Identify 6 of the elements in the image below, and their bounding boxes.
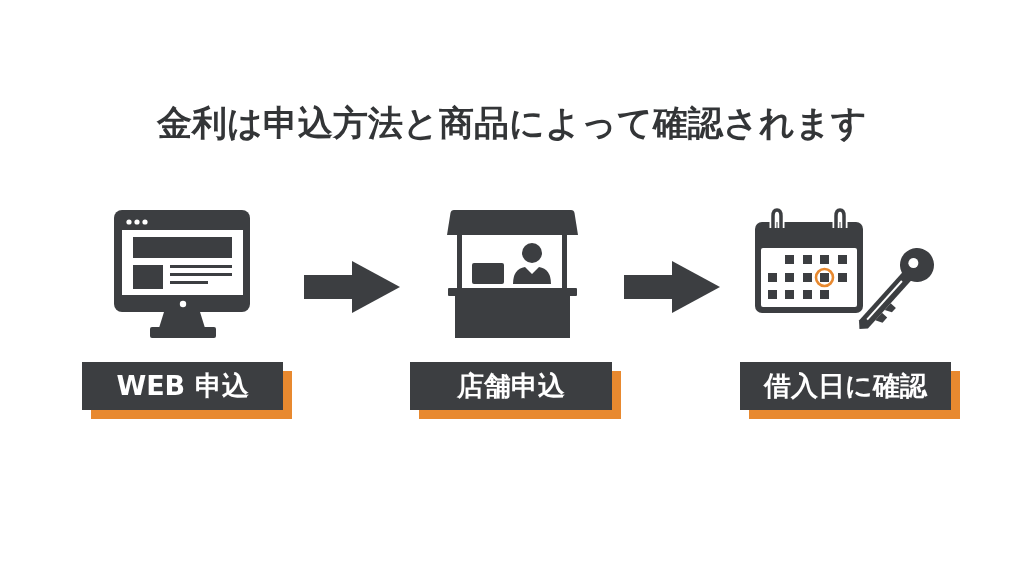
arrow	[304, 261, 400, 313]
step-label: WEB 申込	[82, 362, 292, 419]
step-label: 店舗申込	[410, 362, 621, 419]
arrow	[624, 261, 720, 313]
step-label: 借入日に確認	[740, 362, 960, 419]
title: 金利は申込方法と商品によって確認されます	[157, 102, 867, 145]
